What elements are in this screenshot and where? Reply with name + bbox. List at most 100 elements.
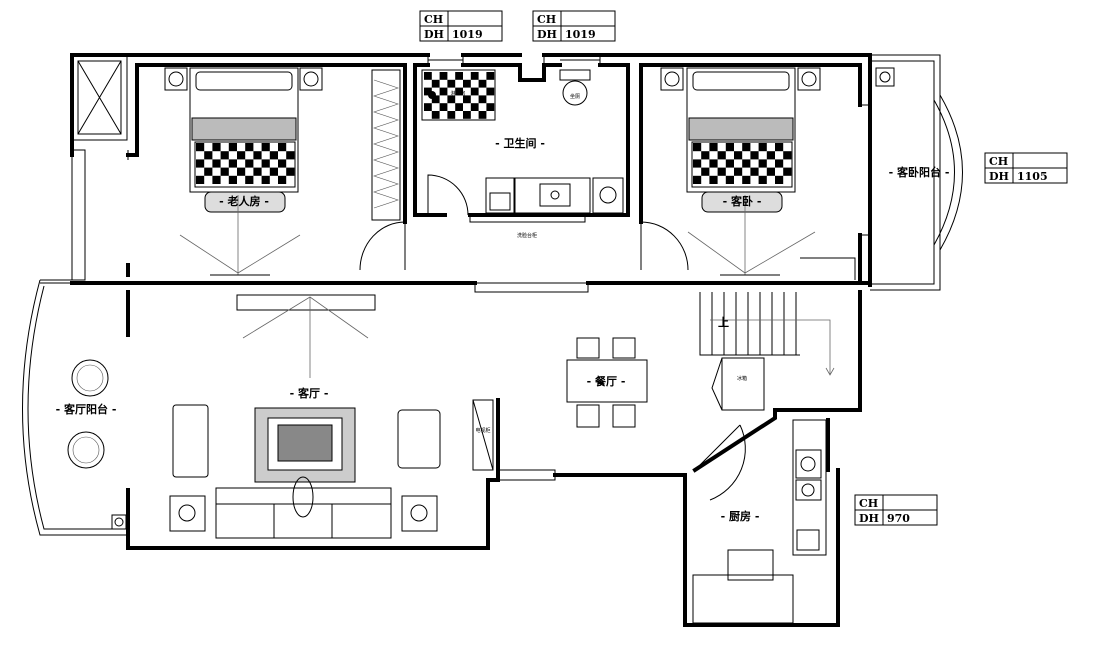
tag-ch-label: CH bbox=[859, 497, 878, 510]
pattern-square bbox=[783, 151, 792, 160]
pattern-square bbox=[212, 175, 221, 184]
pattern-square bbox=[734, 151, 743, 160]
pattern-square bbox=[455, 103, 463, 111]
label-guest-balcony: - 客卧阳台 - bbox=[889, 165, 950, 179]
label-living-room: - 客厅 - bbox=[290, 386, 329, 400]
pattern-square bbox=[431, 111, 440, 119]
label-shower: 淋浴房 bbox=[450, 90, 465, 97]
pattern-square bbox=[204, 167, 213, 176]
pattern-square bbox=[447, 79, 456, 88]
pattern-square bbox=[424, 87, 432, 96]
pattern-square bbox=[237, 167, 246, 176]
pattern-square bbox=[447, 111, 456, 119]
pattern-square bbox=[463, 95, 471, 104]
pattern-square bbox=[709, 143, 718, 152]
pattern-square bbox=[431, 79, 440, 88]
label-bathroom: - 卫生间 - bbox=[495, 136, 545, 150]
pattern-square bbox=[486, 72, 495, 80]
pattern-square bbox=[253, 167, 262, 176]
pattern-square bbox=[439, 103, 448, 111]
dining-room bbox=[566, 292, 835, 428]
pattern-square bbox=[439, 87, 448, 96]
tag-ch-label: CH bbox=[424, 13, 443, 26]
pattern-square bbox=[196, 159, 205, 168]
pattern-square bbox=[278, 159, 287, 168]
pattern-square bbox=[253, 151, 262, 160]
tag-dh-value: 1019 bbox=[452, 28, 483, 41]
pattern-square bbox=[725, 143, 734, 152]
pattern-square bbox=[750, 167, 759, 176]
ceiling-tag: CH DH 1105 bbox=[984, 152, 1068, 184]
pattern-square bbox=[286, 151, 295, 160]
pattern-square bbox=[693, 159, 702, 168]
pattern-square bbox=[286, 167, 295, 176]
pattern-square bbox=[228, 175, 237, 184]
pattern-square bbox=[775, 143, 784, 152]
pattern-square bbox=[261, 143, 270, 152]
pattern-square bbox=[220, 151, 229, 160]
pattern-square bbox=[261, 159, 270, 168]
pattern-square bbox=[470, 103, 479, 111]
pattern-square bbox=[478, 79, 487, 88]
pattern-square bbox=[228, 159, 237, 168]
pattern-square bbox=[758, 143, 767, 152]
pattern-square bbox=[228, 143, 237, 152]
tag-dh-value: 970 bbox=[887, 512, 910, 525]
pattern-square bbox=[278, 143, 287, 152]
pattern-square bbox=[470, 87, 479, 96]
ceiling-tag: CH DH 970 bbox=[854, 494, 938, 526]
label-fridge: 冰箱 bbox=[737, 375, 747, 382]
label-toilet: 坐厕 bbox=[570, 93, 580, 100]
pattern-square bbox=[245, 143, 254, 152]
pattern-square bbox=[701, 167, 710, 176]
shaft bbox=[71, 54, 128, 141]
pattern-square bbox=[783, 167, 792, 176]
bathroom bbox=[421, 69, 624, 223]
pattern-square bbox=[742, 175, 751, 184]
guest-room bbox=[640, 67, 895, 280]
label-dining-room: - 餐厅 - bbox=[587, 374, 626, 388]
ceiling-tag: CH DH 1019 bbox=[419, 10, 503, 42]
pattern-square bbox=[758, 175, 767, 184]
pattern-square bbox=[212, 143, 221, 152]
pattern-square bbox=[742, 143, 751, 152]
pattern-square bbox=[693, 175, 702, 184]
pattern-square bbox=[424, 103, 432, 111]
pattern-square bbox=[447, 95, 456, 104]
pattern-square bbox=[278, 175, 287, 184]
elder-room bbox=[164, 67, 406, 276]
pattern-square bbox=[463, 79, 471, 88]
windows bbox=[236, 55, 870, 481]
label-kitchen: - 厨房 - bbox=[721, 509, 760, 523]
pattern-square bbox=[245, 175, 254, 184]
pattern-square bbox=[486, 87, 495, 96]
label-washbasin-cabinet: 洗脸台柜 bbox=[517, 232, 537, 239]
pattern-square bbox=[701, 151, 710, 160]
ceiling-tag: CH DH 1019 bbox=[532, 10, 616, 42]
pattern-square bbox=[455, 87, 463, 96]
pattern-square bbox=[742, 159, 751, 168]
tag-dh-label: DH bbox=[537, 28, 557, 41]
pattern-square bbox=[758, 159, 767, 168]
pattern-square bbox=[212, 159, 221, 168]
pattern-square bbox=[766, 151, 775, 160]
pattern-square bbox=[717, 151, 726, 160]
kitchen bbox=[692, 419, 827, 624]
pattern-square bbox=[717, 167, 726, 176]
label-tv-cabinet: 电视柜 bbox=[475, 427, 490, 434]
pattern-square bbox=[269, 167, 278, 176]
pattern-square bbox=[220, 167, 229, 176]
pattern-square bbox=[775, 175, 784, 184]
pattern-square bbox=[725, 175, 734, 184]
right-balcony bbox=[870, 54, 963, 291]
pattern-square bbox=[196, 175, 205, 184]
pattern-square bbox=[245, 159, 254, 168]
tag-ch-label: CH bbox=[989, 155, 1008, 168]
bed-pattern bbox=[196, 143, 295, 184]
tag-dh-label: DH bbox=[424, 28, 444, 41]
pattern-square bbox=[269, 151, 278, 160]
pattern-square bbox=[424, 72, 432, 80]
tag-dh-value: 1105 bbox=[1017, 170, 1048, 183]
pattern-square bbox=[750, 151, 759, 160]
